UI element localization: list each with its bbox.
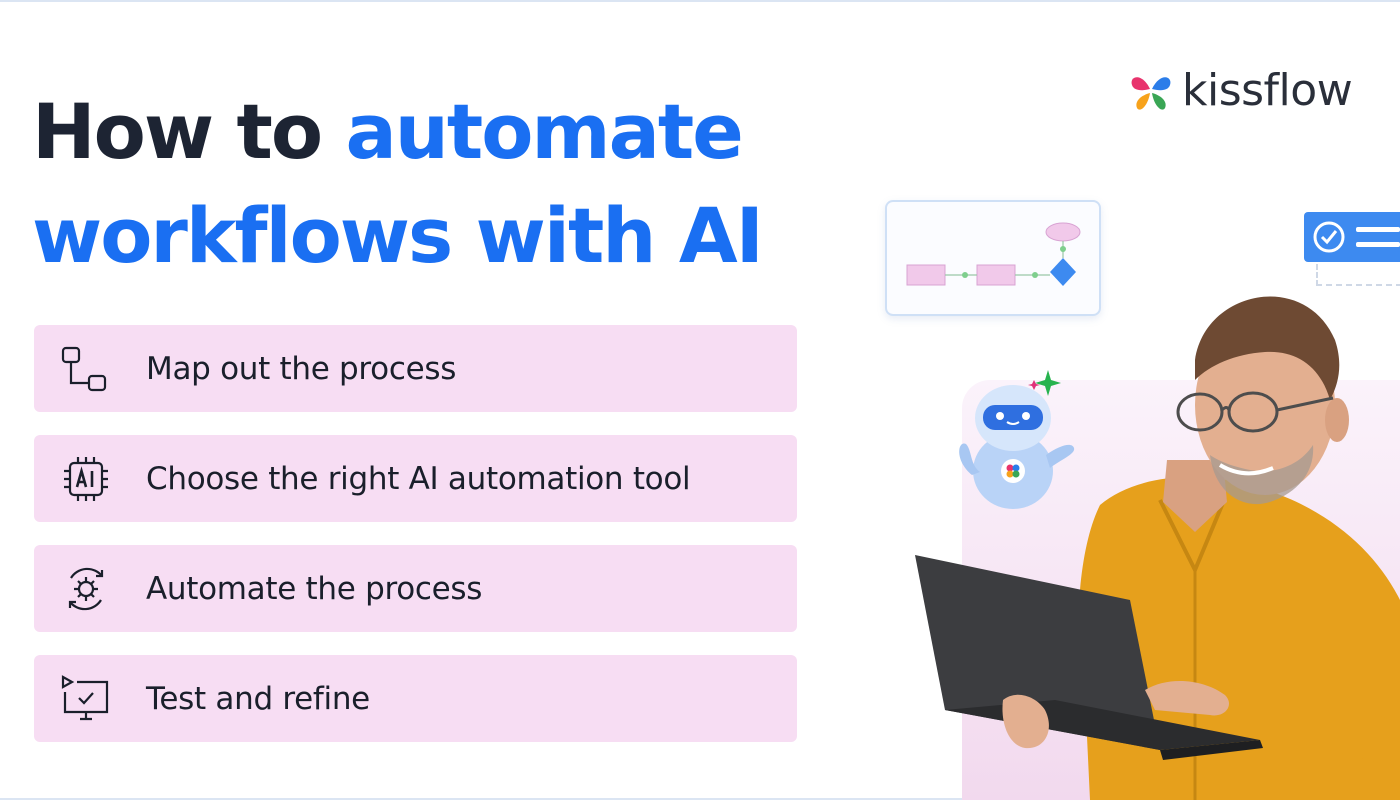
step-label: Choose the right AI automation tool — [146, 460, 691, 497]
logo-wordmark: kissflow — [1182, 65, 1353, 116]
step-automate: Automate the process — [34, 545, 797, 632]
gear-cycle-icon — [58, 561, 114, 617]
robot-mascot-illustration — [950, 360, 1080, 519]
checklist-card-illustration — [1304, 212, 1400, 262]
headline-plain: How to — [32, 87, 346, 176]
headline-accent-1: automate — [345, 87, 744, 176]
bottom-border — [0, 798, 1400, 800]
flowchart-illustration — [885, 200, 1101, 316]
headline: How to automate workflows with AI — [32, 80, 764, 288]
person-with-laptop-illustration — [905, 270, 1400, 804]
steps-list: Map out the process Choose the right AI … — [34, 325, 797, 765]
headline-accent-2: workflows with AI — [32, 191, 764, 280]
step-label: Automate the process — [146, 570, 483, 607]
monitor-check-icon — [58, 671, 114, 727]
dashed-connector — [1316, 264, 1400, 286]
top-border — [0, 0, 1400, 2]
butterfly-logo-icon — [1131, 77, 1171, 110]
step-label: Map out the process — [146, 350, 457, 387]
step-choose-tool: Choose the right AI automation tool — [34, 435, 797, 522]
step-map-process: Map out the process — [34, 325, 797, 412]
step-label: Test and refine — [146, 680, 370, 717]
flowchart-icon — [58, 341, 114, 397]
step-test-refine: Test and refine — [34, 655, 797, 742]
kissflow-logo: kissflow — [1128, 65, 1353, 116]
ai-chip-icon — [58, 451, 114, 507]
